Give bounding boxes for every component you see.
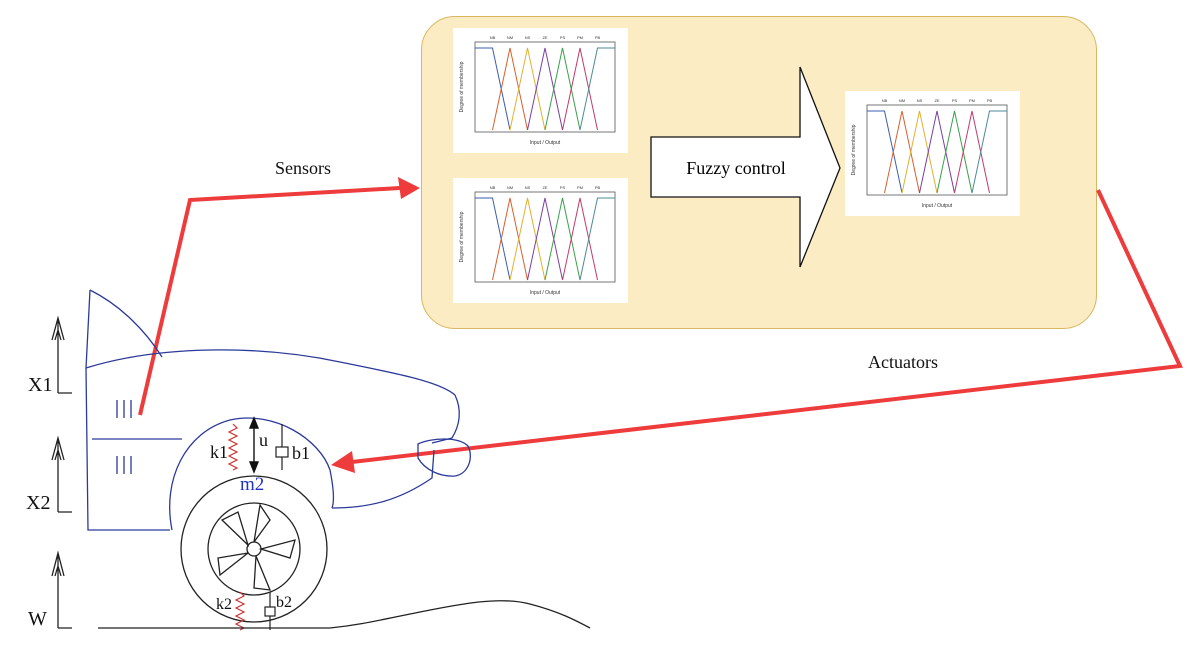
sensors-label: Sensors xyxy=(275,158,332,178)
mf-set-label: NS xyxy=(525,185,531,190)
mf-xaxis-label: Input / Output xyxy=(530,290,561,296)
mf-curve xyxy=(527,47,563,131)
actuators-arrow xyxy=(351,189,1183,464)
mf-set-label: PS xyxy=(560,185,566,190)
mf-set-label: NB xyxy=(882,98,888,103)
mf-set-label: PS xyxy=(952,98,958,103)
actuator-u-arrow xyxy=(248,416,260,474)
mf-set-label: ZE xyxy=(542,35,547,40)
mf-set-label: PS xyxy=(560,35,566,40)
mf-set-label: ZE xyxy=(542,185,547,190)
mf-curve xyxy=(579,47,615,131)
spring-k1 xyxy=(227,423,239,471)
mf-curve xyxy=(475,197,511,281)
membership-functions-chart: NB NM NS ZE PS PM PB Degree of membershipInput … xyxy=(459,35,616,146)
mf-curve xyxy=(492,47,528,131)
membership-functions-chart: NB NM NS ZE PS PM PB Degree of membershipInput … xyxy=(459,185,616,296)
mf-set-label: NM xyxy=(507,185,513,190)
x1-label: X1 xyxy=(28,374,53,396)
actuators-label: Actuators xyxy=(868,352,938,372)
k1-label: k1 xyxy=(210,442,228,462)
x2-label: X2 xyxy=(26,492,51,514)
mf-set-label: NM xyxy=(507,35,513,40)
damper-b1 xyxy=(275,424,289,470)
mf-curve xyxy=(919,110,955,194)
k2-label: k2 xyxy=(216,596,232,613)
mf-set-label: PM xyxy=(969,98,975,103)
mf-curve xyxy=(527,197,563,281)
fuzzy-control-label: Fuzzy control xyxy=(686,158,786,178)
mf-set-label: NM xyxy=(899,98,905,103)
mf-set-label: NB xyxy=(490,35,496,40)
mf-yaxis-label: Degree of membership xyxy=(459,211,465,262)
mf-curve xyxy=(901,110,938,194)
road-profile xyxy=(98,600,591,629)
b2-label: b2 xyxy=(276,594,292,611)
mf-set-label: NB xyxy=(490,185,496,190)
mf-curve xyxy=(884,110,920,194)
wheel xyxy=(180,475,328,623)
mf-set-label: PM xyxy=(577,35,583,40)
damper-b2 xyxy=(264,592,276,630)
fuzzy-control-arrow xyxy=(650,66,841,268)
mf-set-label: PB xyxy=(595,35,601,40)
mf-curve xyxy=(867,110,903,194)
mf-set-label: NS xyxy=(917,98,923,103)
mf-set-label: PB xyxy=(987,98,993,103)
mf-xaxis-label: Input / Output xyxy=(530,140,561,146)
mf-curve xyxy=(579,197,615,281)
mf-set-label: ZE xyxy=(934,98,939,103)
m2-label: m2 xyxy=(240,474,265,495)
mf-xaxis-label: Input / Output xyxy=(922,203,953,209)
displacement-arrows xyxy=(51,315,72,629)
mf-curve xyxy=(971,110,1007,194)
spring-k2 xyxy=(234,591,246,631)
plot-frame xyxy=(474,191,616,283)
mf-set-label: PB xyxy=(595,185,601,190)
body-hatch xyxy=(92,400,182,474)
plot-frame xyxy=(866,104,1008,196)
mf-curve xyxy=(562,197,598,281)
mf-set-label: PM xyxy=(577,185,583,190)
mf-curve xyxy=(562,47,598,131)
mf-curve xyxy=(936,110,973,194)
mf-curve xyxy=(492,197,528,281)
plot-frame xyxy=(474,41,616,133)
b1-label: b1 xyxy=(292,443,310,463)
mf-curve xyxy=(544,197,581,281)
sensors-arrow xyxy=(138,186,401,416)
mf-yaxis-label: Degree of membership xyxy=(851,124,857,175)
actuators-arrowhead xyxy=(331,451,355,473)
mf-curve xyxy=(475,47,511,131)
w-label: W xyxy=(28,608,47,630)
car-body xyxy=(85,289,471,531)
mf-curve xyxy=(954,110,990,194)
mf-curve xyxy=(544,47,581,131)
mf-yaxis-label: Degree of membership xyxy=(459,61,465,112)
mf-set-label: NS xyxy=(525,35,531,40)
mf-curve xyxy=(509,47,546,131)
membership-functions-chart: NB NM NS ZE PS PM PB Degree of membershipInput … xyxy=(851,98,1008,209)
mf-curve xyxy=(509,197,546,281)
sensors-arrowhead xyxy=(398,177,420,199)
u-label: u xyxy=(259,430,268,450)
